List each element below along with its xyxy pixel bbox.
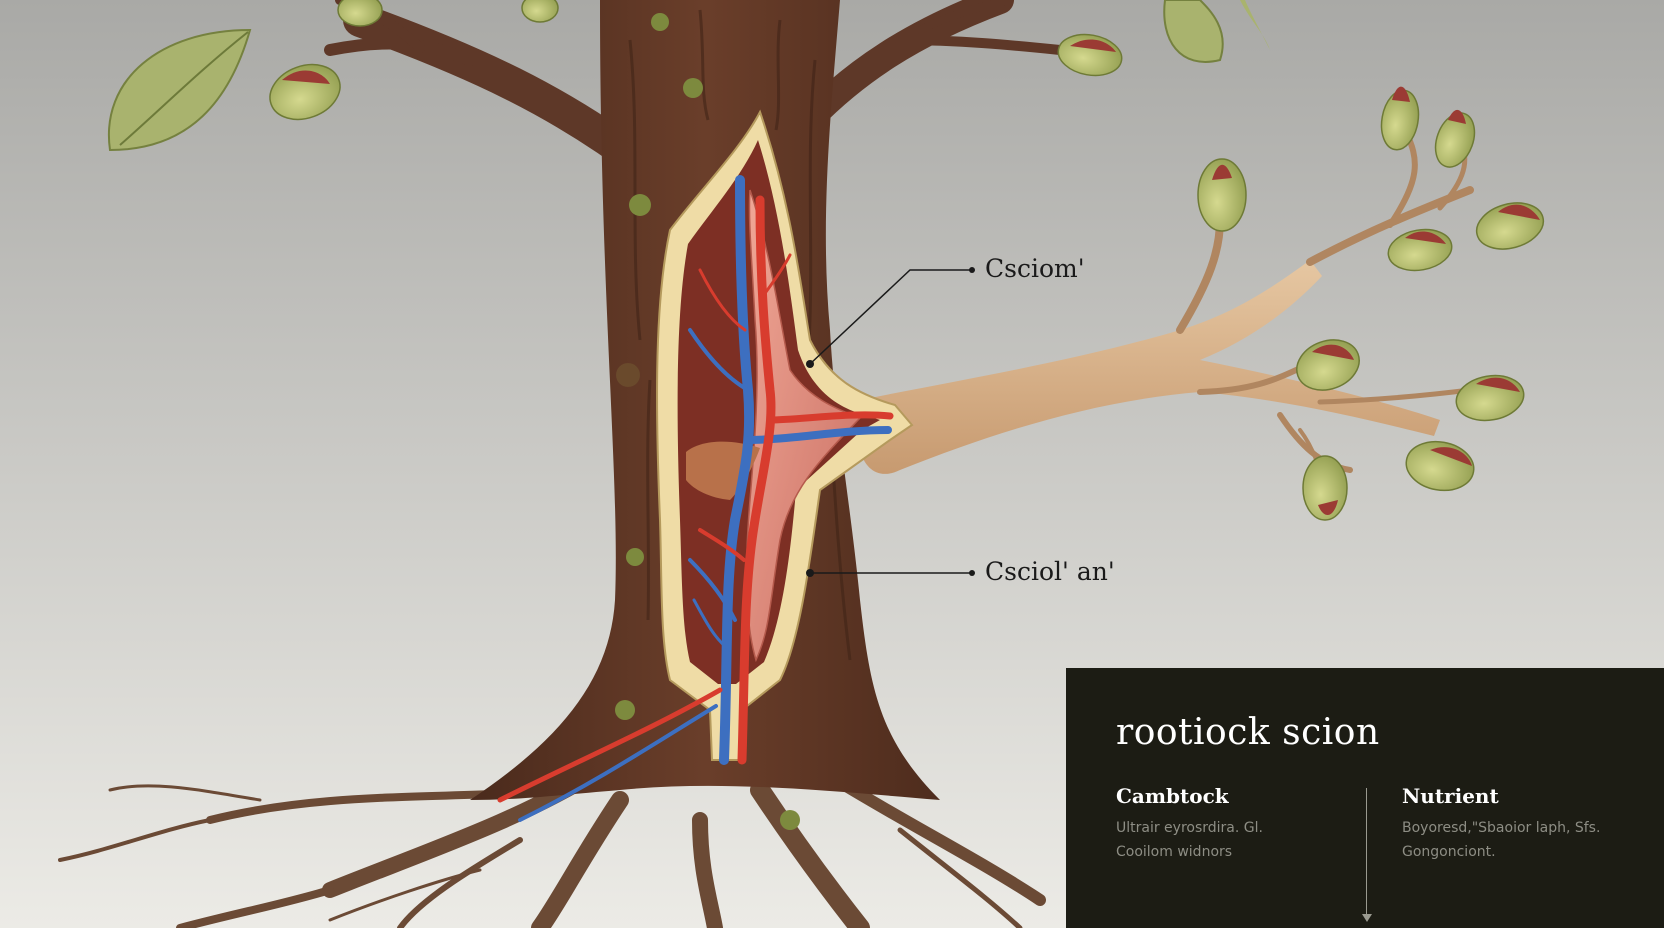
arrow-down-icon: [1362, 914, 1372, 922]
column-text-line: Boyoresd,"Sbaoior laph, Sfs.: [1402, 820, 1601, 836]
scion-branch: [860, 260, 1440, 474]
callout-label-lower: Csciol' an': [985, 557, 1115, 586]
column-text: Boyoresd,"Sbaoior laph, Sfs. Gongonciont…: [1402, 816, 1632, 864]
panel-title: rootiock scion: [1116, 712, 1380, 753]
column-text: Ultrair eyrosrdira. Gl. Cooilom widnors: [1116, 816, 1346, 864]
bark-nodules: [615, 13, 800, 830]
column-text-line: Cooilom widnors: [1116, 844, 1233, 860]
info-column-right: Nutrient Boyoresd,"Sbaoior laph, Sfs. Go…: [1402, 784, 1632, 864]
callout-label-upper: Csciom': [985, 254, 1085, 283]
scion-buds: [1197, 86, 1545, 521]
info-panel: rootiock scion Cambtock Ultrair eyrosrdi…: [1066, 668, 1664, 928]
graft-tissue: [745, 189, 862, 663]
rootstock-leaves: [107, 0, 1270, 152]
column-text-line: Ultrair eyrosrdira. Gl.: [1116, 820, 1263, 836]
callout-leaders: [809, 269, 972, 574]
vascular-vessels: [497, 175, 894, 822]
column-heading: Nutrient: [1402, 784, 1499, 808]
callout-dots: [806, 267, 975, 577]
column-heading: Cambtock: [1116, 784, 1229, 808]
info-column-left: Cambtock Ultrair eyrosrdira. Gl. Cooilom…: [1116, 784, 1346, 864]
column-text-line: Gongonciont.: [1402, 844, 1496, 860]
graft-tissue-fold: [686, 441, 760, 500]
rootstock-buds: [269, 0, 1123, 121]
column-divider: [1366, 788, 1367, 918]
